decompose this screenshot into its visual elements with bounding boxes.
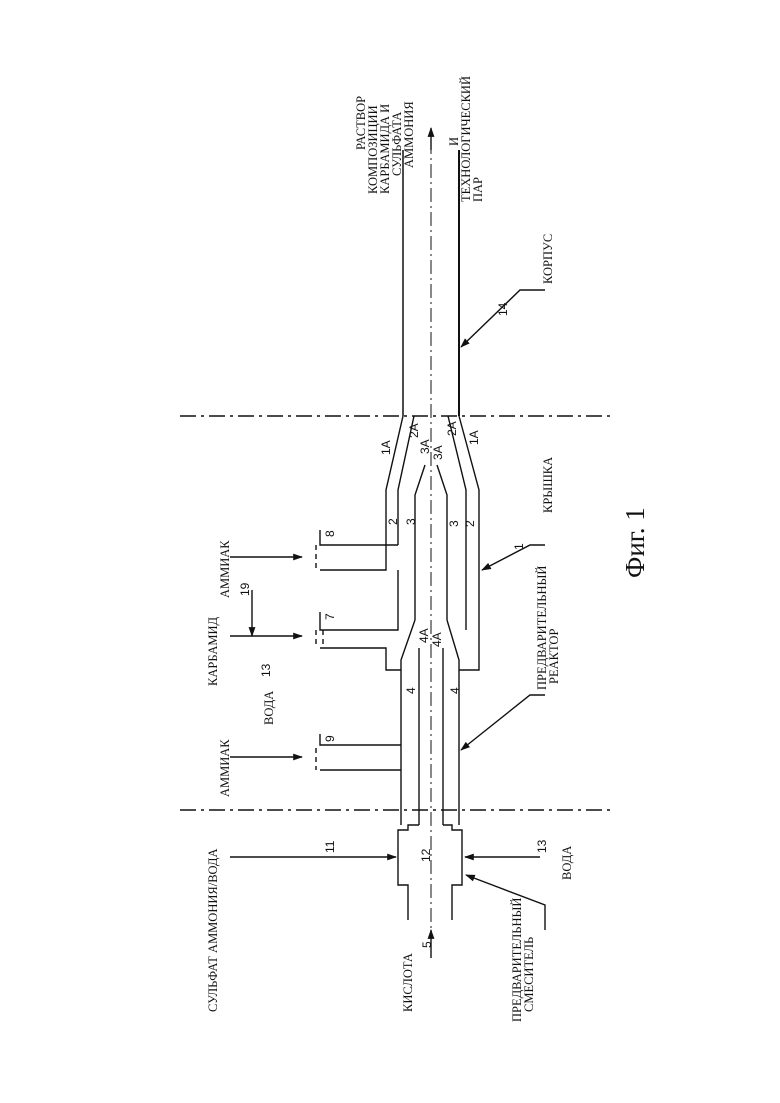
ref-4a-bottom: 4A: [431, 632, 443, 647]
steam-label-line-3: ПАР: [471, 177, 485, 202]
product-label-line-5: АММОНИЯ: [402, 101, 416, 168]
ref-2a-top: 2A: [408, 423, 420, 438]
ref-9: 9: [324, 735, 336, 742]
ref-14: 14: [497, 303, 509, 316]
sulfate-water-label: СУЛЬФАТ АММОНИЯ/ВОДА: [206, 849, 220, 1013]
ref-4-bottom: 4: [449, 687, 461, 694]
ref-2-bottom: 2: [464, 520, 476, 527]
leader-premixer: [466, 875, 545, 930]
leader-prereactor: [461, 695, 545, 750]
ref-13-bottom: 13: [536, 840, 548, 853]
body-label: КОРПУС: [541, 234, 555, 284]
ref-11: 11: [324, 841, 336, 853]
ref-13-top: 13: [260, 664, 272, 677]
prereactor-tube: [401, 690, 459, 825]
ref-2a-bottom: 2A: [446, 421, 458, 436]
premixer-label-line-2: СМЕСИТЕЛЬ: [522, 937, 536, 1012]
ref-7: 7: [324, 613, 336, 620]
ref-2-top: 2: [387, 518, 399, 525]
ref-5: 5: [421, 941, 433, 948]
water-top-label: ВОДА: [262, 691, 276, 725]
ref-4a-top: 4A: [418, 628, 430, 643]
ref-3-bottom: 3: [448, 520, 460, 527]
leader-body-14: [461, 290, 545, 347]
ref-1a-bottom: 1A: [468, 430, 480, 445]
figure-caption: Фиг. 1: [620, 507, 650, 578]
ref-3a-top: 3A: [419, 439, 431, 454]
ref-3-top: 3: [405, 518, 417, 525]
ammonia-top-label: АММИАК: [218, 540, 232, 598]
ref-12: 12: [420, 849, 432, 862]
urea-label: КАРБАМИД: [206, 617, 220, 686]
ammonia-mid-label: АММИАК: [218, 739, 232, 797]
water-bottom-label: ВОДА: [560, 846, 574, 880]
ref-3a-bottom: 3A: [432, 445, 444, 460]
cover-label: КРЫШКА: [541, 457, 555, 513]
acid-label: КИСЛОТА: [401, 953, 415, 1012]
nozzle-7: [316, 570, 401, 670]
ref-8: 8: [324, 530, 336, 537]
ref-1a-top: 1A: [380, 440, 392, 455]
premixer-chamber: [398, 825, 462, 920]
prereactor-label-line-2: РЕАКТОР: [547, 629, 561, 684]
ref-19: 19: [239, 583, 251, 596]
ref-1: 1: [513, 543, 525, 550]
ref-4-top: 4: [405, 687, 417, 694]
